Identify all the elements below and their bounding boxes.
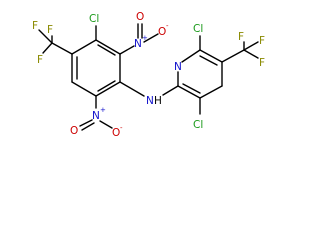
atom-o-bottom: O [112, 127, 120, 139]
atom-f-1: F [47, 24, 53, 36]
atom-f-5: F [259, 35, 265, 47]
pyridine-ring [177, 49, 223, 99]
atom-nh-h: H [154, 95, 162, 107]
atom-f-3: F [37, 54, 43, 66]
atom-f-6: F [259, 57, 265, 69]
atom-o-bottom-dbl: O [70, 125, 78, 137]
charge-o-bottom: - [120, 124, 123, 132]
charge-o-top: - [166, 22, 169, 30]
benzene-ring [71, 39, 121, 97]
atom-f-4: F [238, 31, 244, 43]
atom-cl-top-left: Cl [89, 13, 99, 25]
atom-nh-n: N [146, 95, 154, 107]
atom-f-2: F [32, 20, 38, 32]
atom-cl-bottom-right: Cl [193, 119, 203, 131]
atom-n-plus-top: N [134, 38, 142, 50]
charge-n-plus-top: + [142, 34, 148, 42]
molecule-canvas: Cl F F F N + O - O N + O O - N H [32, 11, 265, 139]
cf3-left-group: F F F [32, 20, 73, 66]
nitro-top-group: N + O - O [119, 11, 169, 55]
atom-o-top: O [158, 26, 166, 38]
atom-n-pyridine: N [174, 61, 182, 73]
cf3-right-group: F F F [221, 31, 265, 69]
amine-linker: N H [119, 81, 179, 107]
nitro-bottom-group: N + O O - [70, 95, 123, 139]
atom-n-plus-bottom: N [92, 110, 100, 122]
atom-cl-top-right: Cl [193, 23, 203, 35]
molecule-structure: Cl F F F N + O - O N + O O - N H [32, 11, 265, 139]
atom-o-top-dbl: O [136, 11, 144, 23]
charge-n-plus-bottom: + [100, 106, 106, 114]
